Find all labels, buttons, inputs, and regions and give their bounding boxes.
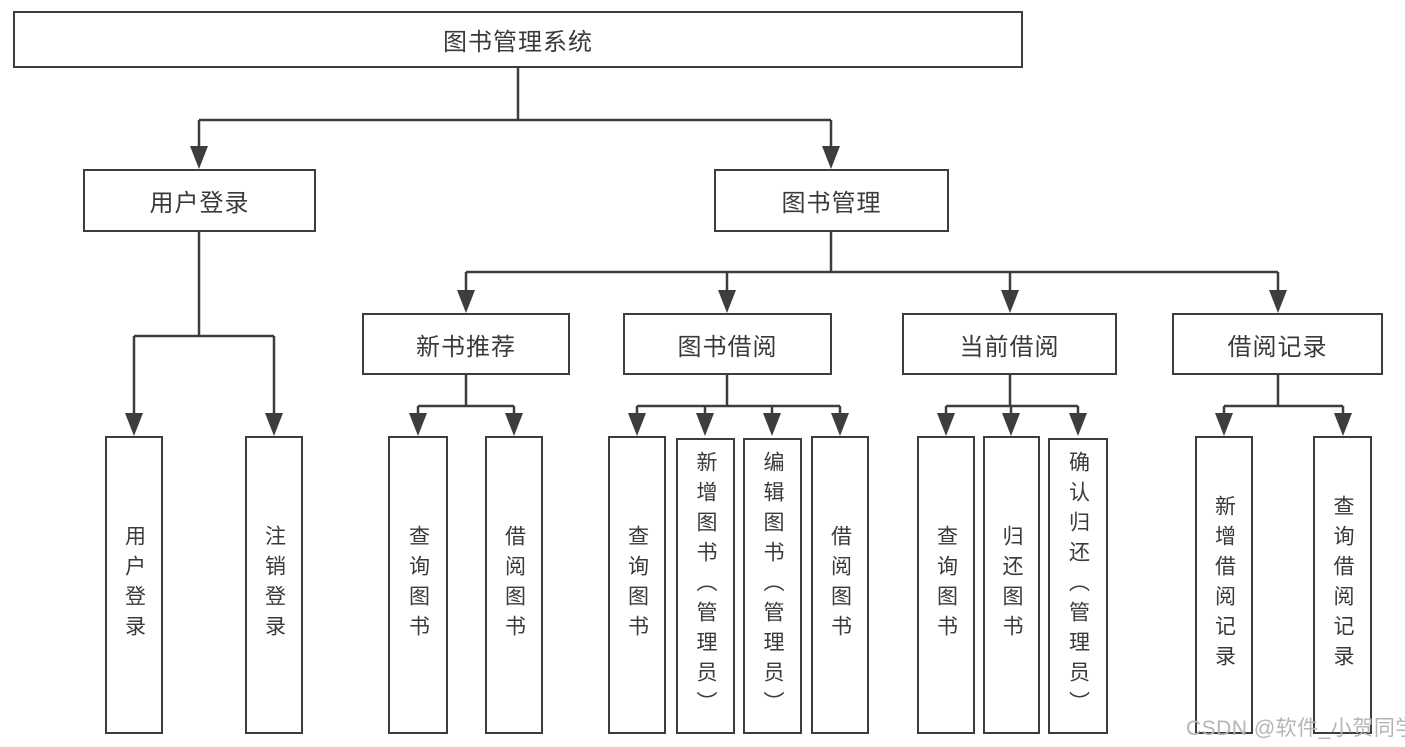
leaf-borrow-books-2: 借阅图书 [811, 436, 869, 734]
arrowhead [1069, 413, 1087, 436]
newbooks-to-leaves-connector [409, 375, 523, 436]
node-user-login: 用户登录 [83, 169, 316, 232]
arrowhead [457, 290, 475, 313]
leaf-return-books: 归还图书 [983, 436, 1040, 734]
arrowhead [822, 146, 840, 169]
root-to-level2-connector [190, 68, 840, 169]
node-book-borrow: 图书借阅 [623, 313, 832, 375]
arrowhead [628, 413, 646, 436]
arrowhead [1002, 413, 1020, 436]
arrowhead [409, 413, 427, 436]
arrowhead [125, 413, 143, 436]
node-book-management: 图书管理 [714, 169, 949, 232]
node-current-borrow: 当前借阅 [902, 313, 1117, 375]
leaf-query-books-2: 查询图书 [608, 436, 666, 734]
arrowhead [1269, 290, 1287, 313]
userlogin-to-leaves-connector [125, 232, 283, 436]
leaf-user-login: 用户登录 [105, 436, 163, 734]
leaf-confirm-return-admin: 确认归还（管理员） [1048, 438, 1108, 734]
leaf-borrow-books-1: 借阅图书 [485, 436, 543, 734]
csdn-watermark: CSDN @软件_小贺同学 [1186, 717, 1405, 740]
arrowhead [763, 413, 781, 436]
leaf-edit-books-admin: 编辑图书（管理员） [743, 438, 802, 734]
arrowhead [718, 290, 736, 313]
bookborrow-to-leaves-connector [628, 375, 849, 436]
leaf-add-borrow-record: 新增借阅记录 [1195, 436, 1253, 734]
node-root-system: 图书管理系统 [13, 11, 1023, 68]
arrowhead [831, 413, 849, 436]
node-borrow-records: 借阅记录 [1172, 313, 1383, 375]
leaf-query-books-3: 查询图书 [917, 436, 975, 734]
arrowhead [1215, 413, 1233, 436]
arrowhead [937, 413, 955, 436]
leaf-add-books-admin: 新增图书（管理员） [676, 438, 735, 734]
leaf-query-books-1: 查询图书 [388, 436, 448, 734]
arrowhead [190, 146, 208, 169]
arrowhead [265, 413, 283, 436]
currentborrow-to-leaves-connector [937, 375, 1087, 436]
arrowhead [1334, 413, 1352, 436]
leaf-query-borrow-record: 查询借阅记录 [1313, 436, 1372, 734]
node-new-book-recommend: 新书推荐 [362, 313, 570, 375]
bookmgmt-to-level3-connector [457, 232, 1287, 313]
arrowhead [1001, 290, 1019, 313]
records-to-leaves-connector [1215, 375, 1352, 436]
leaf-logout: 注销登录 [245, 436, 303, 734]
arrowhead [505, 413, 523, 436]
arrowhead [696, 413, 714, 436]
